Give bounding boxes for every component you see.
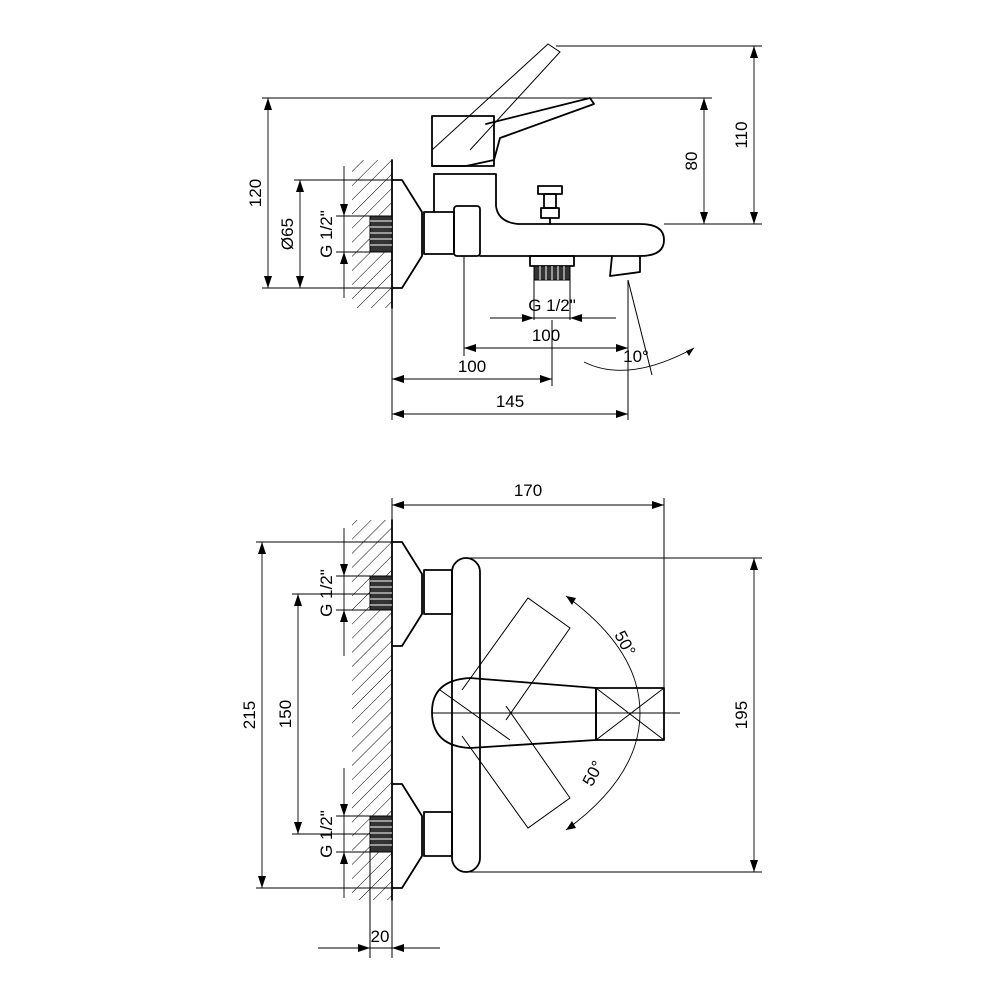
- dim-label-110: 110: [732, 121, 751, 148]
- side-flange: [391, 179, 423, 289]
- side-outlet-thread: [529, 255, 575, 267]
- dim-label-20: 20: [371, 927, 390, 946]
- dim-label-angle-lower: 50°: [579, 758, 608, 790]
- top-handle-rotated-up: [461, 597, 571, 721]
- dim-label-angle-upper: 50°: [610, 628, 639, 660]
- top-handle: [431, 677, 597, 749]
- dim-label-170: 170: [514, 481, 542, 500]
- dim-label-145: 145: [496, 392, 524, 411]
- dim-label-80: 80: [682, 152, 701, 171]
- top-handle-rotated-down: [461, 705, 571, 829]
- dim-label-spout-angle: 10°: [623, 347, 649, 366]
- top-view: 170 195 215 150 G 1/2" G 1/2" 50° 50° 20: [240, 481, 762, 958]
- dim-label-d65: Ø65: [278, 218, 297, 250]
- dim-label-inlet-thread: G 1/2": [317, 210, 336, 258]
- dim-label-215: 215: [240, 701, 259, 729]
- side-view: 110 80 120 Ø65 G 1/2" G 1/2" 100 10° 100…: [246, 43, 762, 420]
- top-handle-tip: [595, 687, 665, 741]
- top-upper-nut: [423, 569, 453, 615]
- top-lower-nut: [423, 811, 453, 857]
- top-upper-flange: [391, 541, 423, 647]
- dim-label-outlet-thread: G 1/2": [528, 296, 576, 315]
- dim-label-spout-offset: 100: [532, 326, 560, 345]
- side-diverter-knob: [537, 185, 563, 195]
- dim-label-195: 195: [732, 701, 751, 729]
- dim-label-to-diverter: 100: [458, 357, 486, 376]
- dim-label-150: 150: [276, 700, 295, 728]
- side-connector: [453, 205, 481, 257]
- side-spout-nozzle: [609, 255, 641, 277]
- side-body: [433, 173, 665, 257]
- dim-label-120: 120: [246, 179, 265, 207]
- dim-label-lower-thread: G 1/2": [317, 810, 336, 858]
- side-lever: [431, 97, 595, 167]
- top-lower-flange: [391, 783, 423, 889]
- side-union-nut: [423, 211, 455, 255]
- dim-label-upper-thread: G 1/2": [317, 569, 336, 617]
- side-lever-raised: [431, 43, 561, 151]
- side-inlet-thread: [369, 215, 393, 253]
